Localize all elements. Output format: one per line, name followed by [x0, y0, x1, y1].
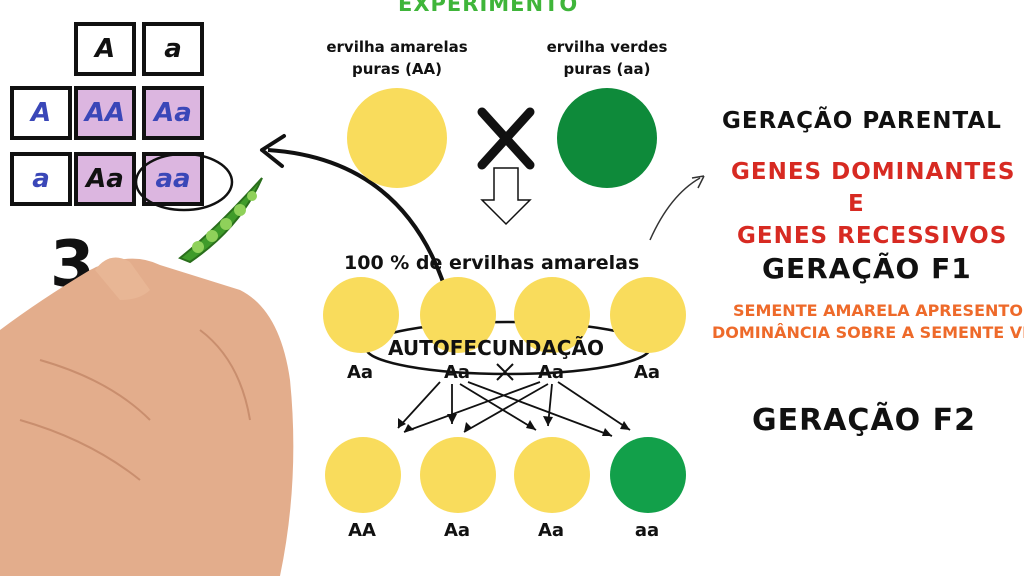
- parent-green-label-1: ervilha verdes: [546, 38, 668, 56]
- hand-with-marker-icon: [0, 257, 294, 576]
- cross-arrows: [397, 381, 631, 437]
- parental-generation-label: GERAÇÃO PARENTAL: [722, 108, 1002, 134]
- f2-pea-3: [514, 437, 590, 513]
- arrowheads: [398, 414, 630, 436]
- f1-genotype-3: Aa: [537, 362, 565, 383]
- dominant-genes-label: GENES DOMINANTES: [731, 159, 1016, 185]
- punnett-cell-AA: AA: [74, 86, 136, 140]
- f1-pea-1: [323, 277, 399, 353]
- parent-green-pea: [557, 88, 657, 188]
- punnett-cell-Aa-bottom: Aa: [74, 152, 136, 206]
- f1-pea-4: [610, 277, 686, 353]
- cross-icon: [477, 107, 535, 170]
- parent-yellow-label-1: ervilha amarelas: [326, 38, 468, 56]
- dominance-note-line1: SEMENTE AMARELA APRESENTO: [733, 301, 1023, 320]
- f1-title: 100 % de ervilhas amarelas: [344, 252, 640, 274]
- f1-generation-label: GERAÇÃO F1: [762, 252, 972, 285]
- f1-pea-3: [514, 277, 590, 353]
- parent-green-label-2: puras (aa): [563, 60, 651, 78]
- punnett-col-header-a: a: [142, 22, 204, 76]
- f1-genotype-4: Aa: [633, 362, 661, 383]
- punnett-col-header-A: A: [74, 22, 136, 76]
- f2-generation-label: GERAÇÃO F2: [752, 403, 976, 438]
- f2-pea-2: [420, 437, 496, 513]
- f2-genotype-4: aa: [634, 520, 660, 541]
- punnett-row-header-A: A: [10, 86, 72, 140]
- parent-yellow-pea: [347, 88, 447, 188]
- experiment-title: EXPERIMENTO: [398, 0, 579, 16]
- highlight-ellipse: [134, 152, 234, 212]
- f2-genotype-3: Aa: [537, 520, 565, 541]
- f2-genotype-2: Aa: [443, 520, 471, 541]
- parent-yellow-label-2: puras (AA): [351, 60, 442, 78]
- f1-pea-2: [420, 277, 496, 353]
- punnett-cell-Aa-top: Aa: [142, 86, 204, 140]
- dominance-note-line2: DOMINÂNCIA SOBRE A SEMENTE VE: [712, 323, 1024, 342]
- pea-pod-icon: [178, 177, 263, 264]
- f1-genotype-2: Aa: [443, 362, 471, 383]
- and-label: E: [848, 191, 865, 217]
- recessive-genes-label: GENES RECESSIVOS: [737, 223, 1008, 249]
- self-fertilization-label: AUTOFECUNDAÇÃO: [388, 336, 604, 360]
- f2-pea-1: [325, 437, 401, 513]
- down-arrow-icon: [480, 167, 532, 226]
- thin-arrow: [649, 177, 701, 241]
- f2-genotype-1: AA: [348, 520, 376, 541]
- f1-genotype-1: Aa: [346, 362, 374, 383]
- small-cross-icon: [496, 363, 514, 381]
- punnett-row-header-a: a: [10, 152, 72, 206]
- f2-pea-4: [610, 437, 686, 513]
